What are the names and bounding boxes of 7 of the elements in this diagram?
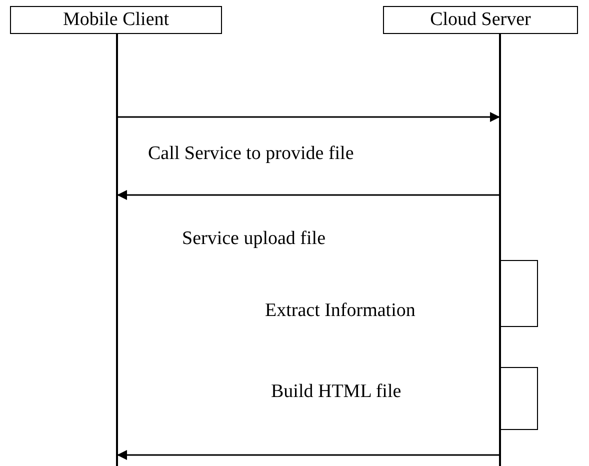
message-label: Call Service to provide file: [148, 143, 354, 165]
message-arrow: [117, 112, 500, 122]
message-label: Service upload file: [182, 228, 326, 250]
lifeline-head: Mobile Client: [10, 6, 222, 34]
message-arrow: [117, 190, 500, 200]
lifeline-head: Cloud Server: [383, 6, 578, 34]
message-arrow: [117, 450, 500, 460]
